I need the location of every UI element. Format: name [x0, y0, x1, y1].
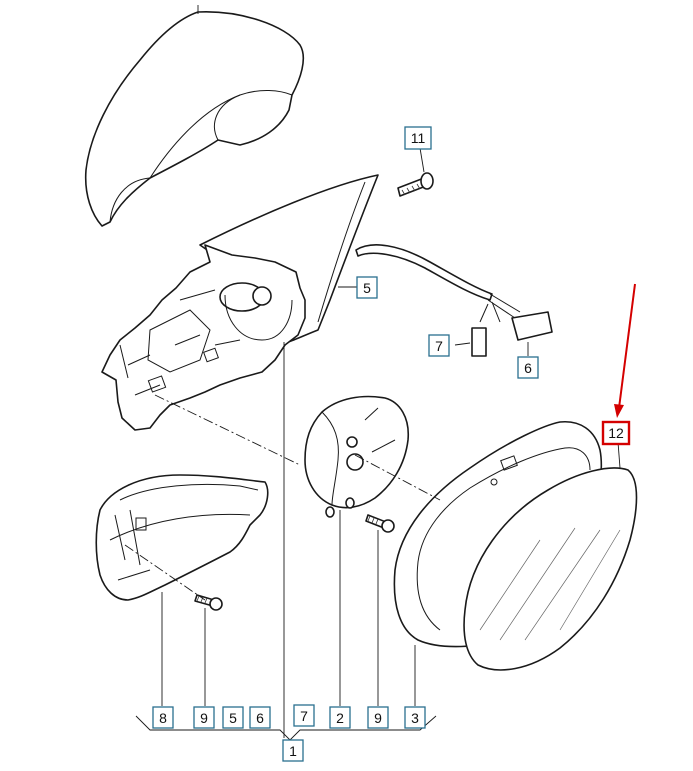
callout-9-left[interactable]: 9 — [193, 706, 215, 729]
callout-3[interactable]: 3 — [404, 706, 426, 729]
screw-11 — [397, 172, 434, 197]
svg-text:2: 2 — [336, 710, 344, 726]
svg-text:5: 5 — [363, 280, 371, 296]
svg-text:9: 9 — [200, 710, 208, 726]
svg-text:9: 9 — [374, 710, 382, 726]
svg-text:5: 5 — [229, 710, 237, 726]
callout-5-top[interactable]: 5 — [356, 276, 378, 299]
svg-text:8: 8 — [159, 710, 167, 726]
svg-text:11: 11 — [411, 130, 426, 146]
callout-5-bottom[interactable]: 5 — [222, 706, 244, 729]
callout-9-right[interactable]: 9 — [367, 706, 389, 729]
highlight-arrow — [614, 283, 636, 418]
screw-9-right — [365, 514, 395, 533]
svg-text:1: 1 — [289, 743, 297, 759]
assembly-lines — [124, 394, 441, 601]
svg-text:12: 12 — [608, 425, 624, 441]
mirror-glass — [463, 467, 638, 671]
screw-9-left — [194, 594, 223, 611]
callout-2[interactable]: 2 — [329, 706, 351, 729]
callout-11[interactable]: 11 — [404, 126, 432, 150]
callout-7-bottom[interactable]: 7 — [293, 704, 315, 727]
svg-text:7: 7 — [300, 708, 308, 724]
mirror-adjuster-motor — [304, 395, 410, 518]
callout-7-top[interactable]: 7 — [428, 334, 450, 357]
svg-text:6: 6 — [256, 710, 264, 726]
callout-8[interactable]: 8 — [152, 706, 174, 729]
housing-lower — [95, 474, 269, 601]
svg-text:6: 6 — [524, 360, 532, 376]
mirror-cap — [84, 5, 305, 227]
mirror-base — [101, 174, 553, 431]
svg-text:7: 7 — [435, 338, 443, 354]
callout-1[interactable]: 1 — [282, 739, 304, 762]
callout-12-highlighted[interactable]: 12 — [601, 420, 631, 446]
callout-6-top[interactable]: 6 — [517, 356, 539, 379]
callout-6-bottom[interactable]: 6 — [249, 706, 271, 729]
svg-text:3: 3 — [411, 710, 419, 726]
